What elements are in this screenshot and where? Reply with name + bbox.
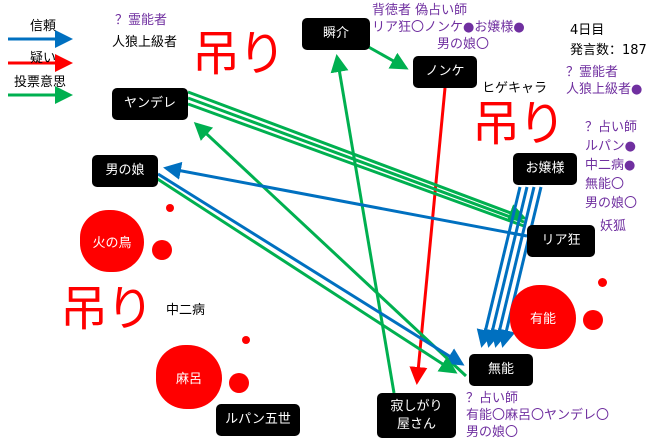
player-node-yandere[interactable]: ヤンデレ xyxy=(112,88,188,120)
blood-splatter xyxy=(242,336,250,344)
hanged-stamp: 吊り xyxy=(472,96,566,152)
trust-arrow-otokonoko-munou xyxy=(157,172,465,366)
blood-splatter xyxy=(166,204,174,212)
vote-arrow-otokonoko-munou xyxy=(155,176,458,374)
hanged-player-name: 中二病 xyxy=(166,303,206,318)
note-right-medium: ？霊能者 人狼上級者● xyxy=(566,65,643,97)
hanged-player-name: 人狼上級者 xyxy=(112,35,178,50)
legend-trust-label: 信頼 xyxy=(30,19,57,34)
player-node-otokonoko[interactable]: 男の娘 xyxy=(92,155,158,187)
player-node-riakyou[interactable]: リア狂 xyxy=(527,225,595,257)
hanged-player-name: ヒゲキャラ xyxy=(482,81,548,96)
blood-splatter xyxy=(583,310,603,330)
player-node-sabishigari[interactable]: 寂しがり 屋さん xyxy=(377,393,456,438)
vote-arrow-shunsuke-nonke xyxy=(364,43,409,70)
note-munou-seer: ？占い師 有能〇麻呂〇ヤンデレ〇 男の娘〇 xyxy=(466,391,610,440)
vote-arrow-munou-yandere xyxy=(193,121,468,378)
blood-splatter xyxy=(152,240,172,260)
trust-arrow-ojousama-munou-1 xyxy=(476,186,522,348)
post-count: 発言数：187 xyxy=(570,43,647,58)
note-medium-claim: ？霊能者 xyxy=(115,13,168,28)
note-nonke-results: 背徳者 偽占い師 リア狂〇ノンケ●お嬢様● 男の娘〇 xyxy=(372,3,525,52)
legend-vote-label: 投票意思 xyxy=(14,75,67,90)
player-node-lupin[interactable]: ルパン五世 xyxy=(216,404,300,436)
hanged-stamp: 吊り xyxy=(192,26,286,82)
blood-splatter xyxy=(598,278,607,287)
player-node-ojousama[interactable]: お嬢様 xyxy=(513,153,577,185)
hanged-stamp: 吊り xyxy=(60,281,154,337)
legend-doubt-label: 疑い xyxy=(30,51,57,66)
note-right-seer: ？占い師 ルパン● 中二病● 無能〇 男の娘〇 xyxy=(585,120,638,211)
dead-player-maro[interactable]: 麻呂 xyxy=(156,345,222,409)
blood-splatter xyxy=(229,373,249,393)
dead-player-yuunou[interactable]: 有能 xyxy=(510,285,576,349)
player-node-munou[interactable]: 無能 xyxy=(469,354,533,386)
vote-arrow-sabishigari-shunsuke xyxy=(330,54,396,394)
vote-arrow-yandere-riakyou xyxy=(187,90,527,222)
player-node-shunsuke[interactable]: 瞬介 xyxy=(302,18,370,50)
player-node-nonke[interactable]: ノンケ xyxy=(413,56,477,88)
note-fox: 妖狐 xyxy=(600,219,627,234)
dead-player-hinotori[interactable]: 火の鳥 xyxy=(80,210,144,272)
day-label: 4日目 xyxy=(570,23,605,38)
trust-arrow-riakyou-otokonoko xyxy=(163,161,528,238)
